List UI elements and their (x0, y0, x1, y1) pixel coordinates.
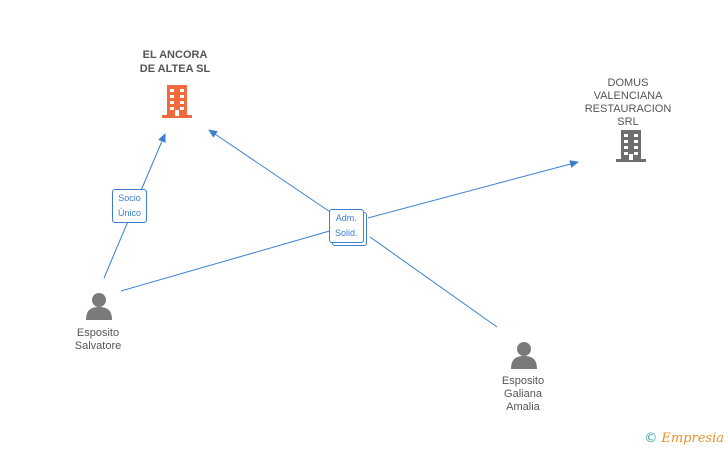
edge-badge-socio-unico[interactable]: Socio Único (112, 189, 148, 223)
edge-badge-line: Adm. (335, 213, 357, 223)
edge-hub-to-ancora (208, 129, 346, 223)
edge-amalia-to-hub (369, 236, 498, 328)
brand-name: Empresia (661, 431, 724, 446)
person-icon[interactable] (86, 293, 112, 320)
company-label-el-ancora[interactable]: EL ANCORA DE ALTEA SL (139, 49, 211, 75)
company-label-domus[interactable]: DOMUS VALENCIANA RESTAURACION SRL (584, 77, 672, 128)
building-icon[interactable] (162, 85, 192, 118)
person-label-amalia[interactable]: Esposito Galiana Amalia (501, 375, 545, 413)
edge-hub-to-domus (367, 160, 579, 219)
copyright-icon: © (644, 431, 658, 446)
person-icon[interactable] (511, 342, 537, 369)
edge-badge-line: Solid. (335, 228, 358, 238)
edge-badge-line: Socio (118, 193, 141, 203)
edge-badge-line: Único (118, 208, 142, 218)
brand-footer[interactable]: ©Empresia (644, 431, 724, 446)
building-icon[interactable] (616, 130, 646, 162)
edge-salvatore-to-hub (120, 227, 341, 292)
person-label-salvatore[interactable]: Esposito Salvatore (74, 327, 122, 352)
edge-badge-adm-solid[interactable]: Adm. Solid. (329, 209, 364, 243)
